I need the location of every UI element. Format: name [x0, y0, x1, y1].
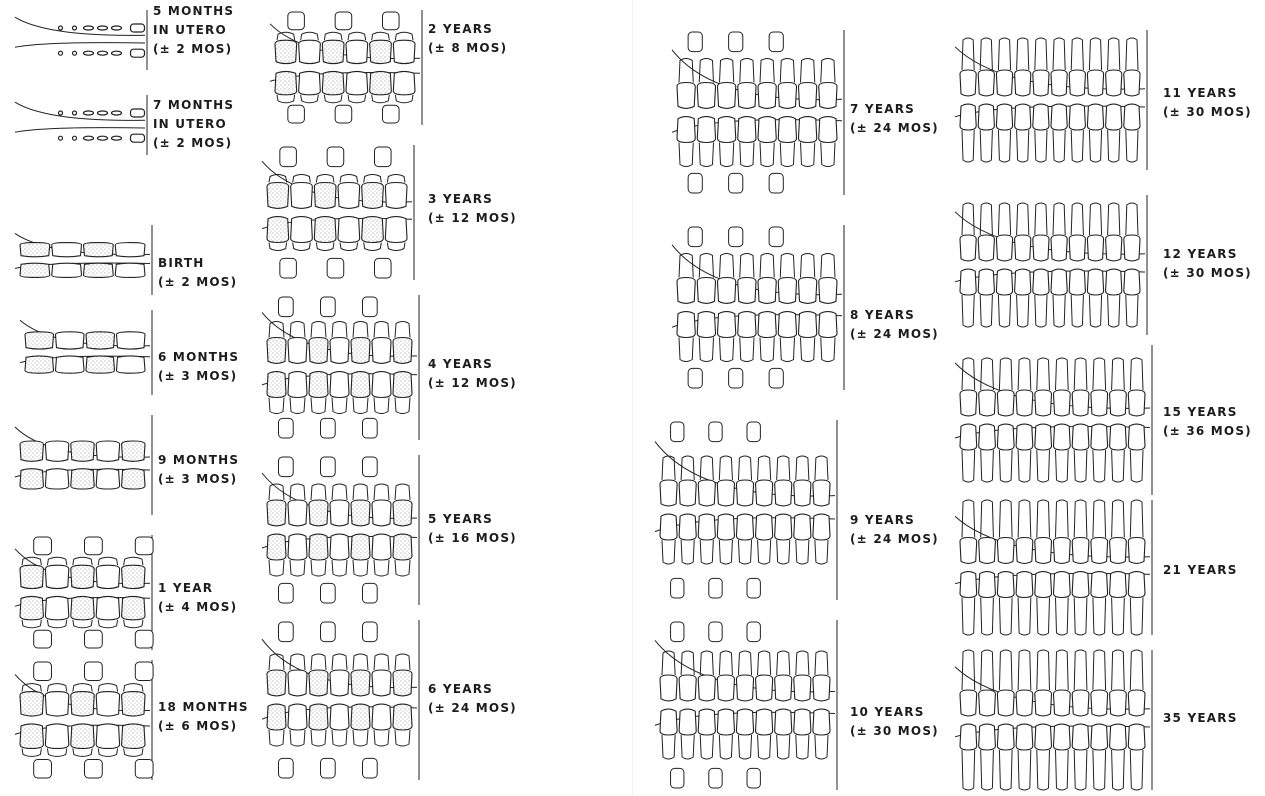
- dentition-figure-s10: [262, 295, 419, 440]
- stage-label-s11: 5 YEARS(± 16 MOS): [428, 510, 517, 548]
- dentition-figure-s2: [15, 95, 147, 155]
- stage-label-line: (± 24 MOS): [850, 530, 939, 549]
- stage-label-line: 11 YEARS: [1163, 84, 1252, 103]
- stage-label-s5: 9 MONTHS(± 3 MOS): [158, 451, 239, 489]
- stage-label-s12: 6 YEARS(± 24 MOS): [428, 680, 517, 718]
- stage-label-line: (± 3 MOS): [158, 470, 239, 489]
- dentition-figure-s20: [955, 500, 1152, 635]
- stage-label-line: 5 YEARS: [428, 510, 517, 529]
- stage-label-s15: 9 YEARS(± 24 MOS): [850, 511, 939, 549]
- stage-label-line: 6 MONTHS: [158, 348, 239, 367]
- stage-label-line: (± 24 MOS): [428, 699, 517, 718]
- dentition-figure-s4: [20, 310, 152, 395]
- stage-label-line: 18 MONTHS: [158, 698, 249, 717]
- dentition-figure-s16: [655, 620, 837, 790]
- stage-label-line: (± 3 MOS): [158, 367, 239, 386]
- dentition-figure-s12: [262, 620, 419, 780]
- stage-label-line: (± 12 MOS): [428, 374, 517, 393]
- stage-label-line: (± 24 MOS): [850, 119, 939, 138]
- stage-label-line: (± 2 MOS): [158, 273, 237, 292]
- stage-label-s13: 7 YEARS(± 24 MOS): [850, 100, 939, 138]
- dentition-figure-s19: [955, 345, 1152, 495]
- stage-label-s21: 35 YEARS: [1163, 709, 1238, 728]
- stage-label-line: 8 YEARS: [850, 306, 939, 325]
- stage-label-line: (± 24 MOS): [850, 325, 939, 344]
- stage-label-line: (± 30 MOS): [850, 722, 939, 741]
- stage-label-line: 35 YEARS: [1163, 709, 1238, 728]
- stage-label-s4: 6 MONTHS(± 3 MOS): [158, 348, 239, 386]
- stage-label-s7: 18 MONTHS(± 6 MOS): [158, 698, 249, 736]
- stage-label-line: 5 MONTHS: [153, 2, 234, 21]
- stage-label-line: 6 YEARS: [428, 680, 517, 699]
- dentition-figure-s7: [15, 660, 153, 780]
- stage-label-s17: 11 YEARS(± 30 MOS): [1163, 84, 1252, 122]
- dentition-figure-s14: [672, 225, 844, 390]
- dentition-figure-s17: [955, 30, 1147, 170]
- stage-label-line: IN UTERO: [153, 21, 234, 40]
- stage-label-line: 4 YEARS: [428, 355, 517, 374]
- stage-label-line: 10 YEARS: [850, 703, 939, 722]
- stage-label-line: (± 16 MOS): [428, 529, 517, 548]
- dentition-figure-s15: [655, 420, 837, 600]
- stage-label-s16: 10 YEARS(± 30 MOS): [850, 703, 939, 741]
- stage-label-line: (± 2 MOS): [153, 40, 234, 59]
- stage-label-line: 21 YEARS: [1163, 561, 1238, 580]
- dentition-figure-s3: [15, 225, 152, 295]
- stage-label-line: (± 6 MOS): [158, 717, 249, 736]
- dentition-figure-s21: [955, 650, 1152, 790]
- stage-label-line: 3 YEARS: [428, 190, 517, 209]
- stage-label-line: (± 30 MOS): [1163, 103, 1252, 122]
- stage-label-line: 7 YEARS: [850, 100, 939, 119]
- dentition-figure-s6: [15, 535, 153, 650]
- dentition-figure-s13: [672, 30, 844, 195]
- stage-label-line: BIRTH: [158, 254, 237, 273]
- dentition-figure-s1: [15, 10, 147, 70]
- dentition-figure-s8: [270, 10, 422, 125]
- stage-label-s3: BIRTH(± 2 MOS): [158, 254, 237, 292]
- dentition-figure-s11: [262, 455, 419, 605]
- stage-label-line: (± 30 MOS): [1163, 264, 1252, 283]
- stage-label-line: (± 36 MOS): [1163, 422, 1252, 441]
- stage-label-line: 9 YEARS: [850, 511, 939, 530]
- dentition-figure-s9: [262, 145, 414, 280]
- stage-label-line: 2 YEARS: [428, 20, 507, 39]
- stage-label-s9: 3 YEARS(± 12 MOS): [428, 190, 517, 228]
- stage-label-s8: 2 YEARS(± 8 MOS): [428, 20, 507, 58]
- dentition-figure-s5: [15, 415, 152, 515]
- stage-label-s6: 1 YEAR(± 4 MOS): [158, 579, 237, 617]
- stage-label-s19: 15 YEARS(± 36 MOS): [1163, 403, 1252, 441]
- stage-label-line: (± 12 MOS): [428, 209, 517, 228]
- stage-label-line: 1 YEAR: [158, 579, 237, 598]
- stage-label-line: 7 MONTHS: [153, 96, 234, 115]
- dentition-figure-s18: [955, 195, 1147, 335]
- stage-label-line: 15 YEARS: [1163, 403, 1252, 422]
- stage-label-line: 12 YEARS: [1163, 245, 1252, 264]
- stage-label-line: (± 4 MOS): [158, 598, 237, 617]
- stage-label-s14: 8 YEARS(± 24 MOS): [850, 306, 939, 344]
- stage-label-line: 9 MONTHS: [158, 451, 239, 470]
- stage-label-line: IN UTERO: [153, 115, 234, 134]
- stage-label-s10: 4 YEARS(± 12 MOS): [428, 355, 517, 393]
- stage-label-line: (± 2 MOS): [153, 134, 234, 153]
- stage-label-s18: 12 YEARS(± 30 MOS): [1163, 245, 1252, 283]
- stage-label-s20: 21 YEARS: [1163, 561, 1238, 580]
- stage-label-line: (± 8 MOS): [428, 39, 507, 58]
